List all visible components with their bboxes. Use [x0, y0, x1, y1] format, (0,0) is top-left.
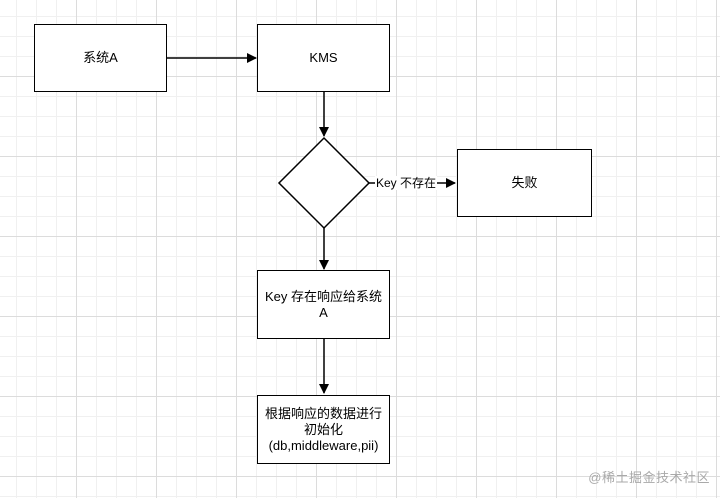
node-init[interactable]: 根据响应的数据进行 初始化 (db,middleware,pii)	[257, 395, 390, 464]
node-init-label: 根据响应的数据进行 初始化 (db,middleware,pii)	[264, 405, 382, 453]
decision-diamond	[277, 136, 371, 230]
watermark: @稀土掘金技术社区	[588, 470, 710, 485]
node-kms-label: KMS	[309, 50, 338, 65]
node-failure-label: 失败	[511, 175, 538, 190]
node-key-exists[interactable]: Key 存在响应给系统 A	[257, 270, 390, 339]
node-key-exists-label: Key 存在响应给系统 A	[264, 288, 382, 320]
node-failure[interactable]: 失败	[457, 149, 592, 217]
node-system-a[interactable]: 系统A	[34, 24, 167, 92]
edge-label-key-not-exists: Key 不存在	[375, 176, 438, 190]
node-kms[interactable]: KMS	[257, 24, 390, 92]
node-system-a-label: 系统A	[83, 50, 118, 65]
